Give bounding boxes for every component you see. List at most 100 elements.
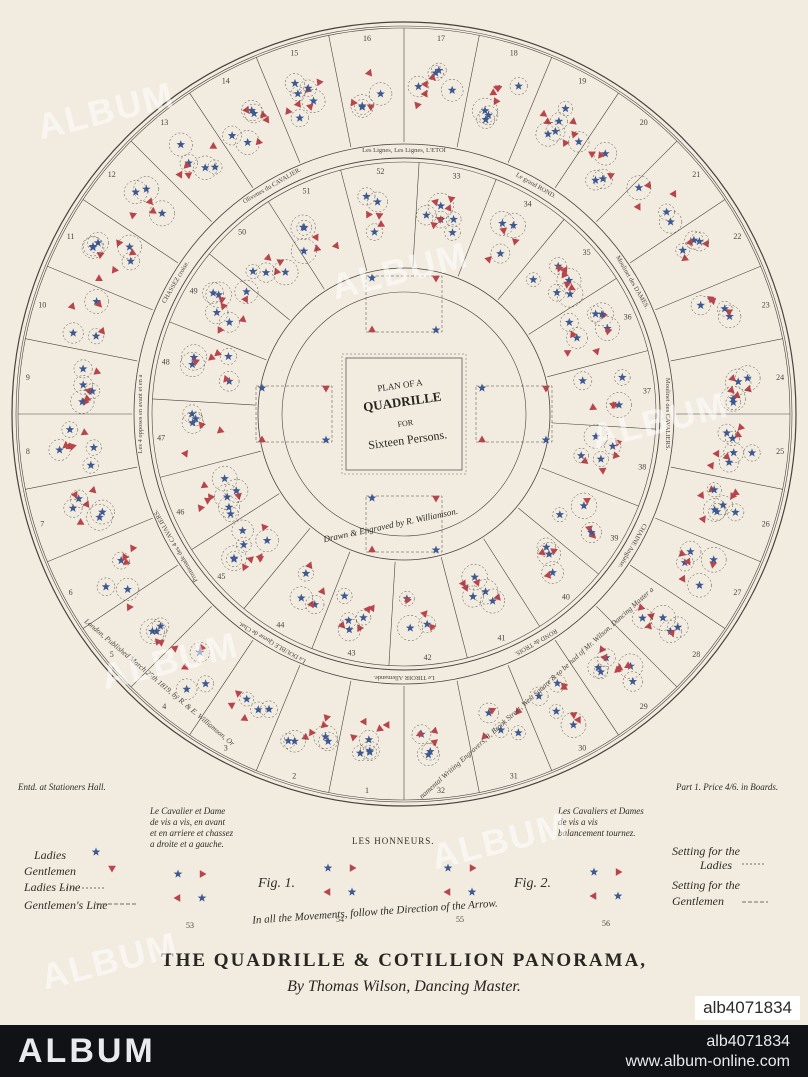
path-loop — [255, 528, 279, 553]
lady-star — [93, 238, 103, 247]
gentleman-triangle — [285, 107, 293, 115]
path-loop — [548, 283, 566, 302]
legend-gentlemens-line: Gentlemen's Line — [24, 898, 108, 912]
gentleman-triangle — [421, 80, 428, 89]
cell-divider — [554, 92, 619, 189]
lady-star — [449, 214, 458, 224]
lady-star — [467, 887, 477, 896]
gentleman-triangle — [227, 702, 236, 710]
path-loop — [573, 447, 589, 464]
path-loop — [146, 621, 167, 642]
figure-cell — [62, 289, 109, 345]
path-loop — [289, 586, 313, 610]
path-loop — [85, 439, 102, 456]
lady-star — [281, 267, 290, 276]
plan-title-line: Sixteen Persons. — [367, 427, 448, 452]
cell-number: 25 — [776, 447, 784, 456]
figure-cell — [676, 540, 727, 598]
gentleman-triangle — [242, 563, 250, 572]
gentleman-triangle — [337, 621, 346, 629]
gentleman-triangle — [624, 661, 632, 669]
gentleman-triangle — [311, 233, 319, 242]
path-loop — [298, 565, 314, 582]
gentleman-triangle — [443, 888, 451, 896]
figure-cell — [560, 302, 620, 357]
path-loop — [231, 519, 254, 542]
gentleman-triangle — [70, 490, 78, 499]
gentleman-triangle — [208, 353, 216, 361]
lady-star — [148, 626, 157, 635]
figure-cell — [626, 175, 683, 234]
gentleman-triangle — [420, 89, 428, 98]
lady-star — [295, 113, 304, 122]
lady-star — [182, 684, 191, 693]
gentleman-triangle — [461, 584, 469, 592]
path-loop — [224, 478, 249, 503]
cell-number: 7 — [40, 520, 44, 529]
figure-cell — [690, 295, 742, 329]
lady-star — [594, 663, 603, 672]
path-loop — [537, 542, 561, 566]
cell-number: 51 — [302, 186, 310, 195]
lady-star — [88, 386, 97, 395]
cell-divider — [256, 665, 301, 771]
entered-note: Entd. at Stationers Hall. — [18, 782, 106, 792]
gentleman-triangle — [734, 430, 743, 438]
gentleman-triangle — [255, 553, 263, 561]
figure-cell — [202, 279, 259, 334]
gentleman-triangle — [208, 493, 216, 502]
lady-star — [589, 867, 599, 876]
album-logo[interactable]: ALBUM — [18, 1032, 156, 1070]
cell-divider — [311, 551, 351, 649]
gentleman-triangle — [309, 728, 316, 737]
path-loop — [689, 231, 710, 252]
lady-star — [187, 409, 197, 418]
path-loop — [283, 730, 306, 753]
gentleman-triangle — [643, 181, 651, 189]
gentleman-triangle — [728, 374, 736, 382]
plan-frame-outer — [341, 353, 467, 475]
gentleman-triangle — [569, 712, 578, 720]
path-loop — [239, 691, 254, 707]
figure-cell — [535, 101, 590, 153]
lady-star — [225, 317, 234, 326]
gentleman-triangle — [94, 299, 102, 308]
path-loop — [73, 375, 93, 395]
lady-star — [224, 352, 233, 361]
figure-cell — [536, 537, 564, 584]
lady-star — [229, 554, 239, 563]
gentleman-triangle — [429, 623, 437, 632]
path-loop — [176, 678, 198, 700]
ring-circle — [11, 21, 797, 807]
gentleman-triangle — [322, 385, 330, 393]
lady-star — [195, 647, 205, 656]
path-loop — [536, 537, 556, 557]
note-right: Les Cavaliers et Dames de vis a vis bala… — [558, 806, 644, 839]
gentleman-triangle — [80, 428, 89, 436]
lady-star — [116, 556, 126, 565]
gentleman-triangle — [696, 491, 704, 499]
figure-cell — [529, 674, 587, 738]
price-note: Part 1. Price 4/6. in Boards. — [676, 782, 779, 792]
lady-star — [551, 126, 560, 136]
path-loop — [260, 700, 278, 718]
gentleman-triangle — [88, 485, 97, 494]
path-loop — [509, 77, 528, 96]
gentleman-triangle — [580, 456, 589, 464]
path-loop — [226, 551, 242, 568]
path-loop — [81, 236, 105, 259]
lady-star — [596, 667, 605, 676]
lady-star — [436, 201, 446, 210]
footer-site-link[interactable]: www.album-online.com — [625, 1053, 790, 1070]
gentleman-triangle — [258, 435, 266, 443]
lady-star — [488, 596, 497, 605]
path-loop — [411, 724, 432, 744]
lady-star — [358, 102, 367, 111]
path-loop — [552, 507, 568, 523]
setting-gentlemen-1: Setting for the — [672, 878, 740, 892]
path-loop — [256, 262, 276, 283]
lady-star — [480, 106, 490, 115]
path-loop — [556, 268, 582, 293]
path-loop — [511, 725, 526, 741]
lady-star — [376, 89, 385, 98]
